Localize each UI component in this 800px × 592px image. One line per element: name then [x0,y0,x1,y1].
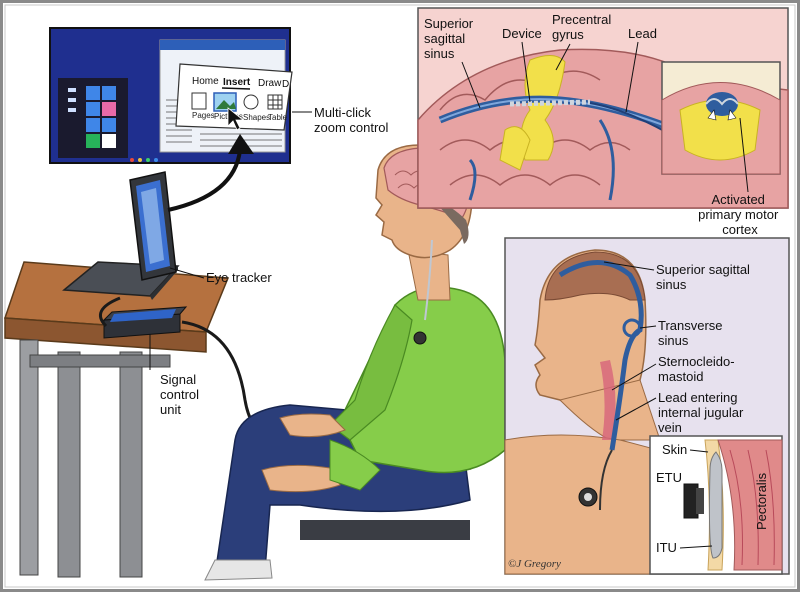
zoom-ribbon-card: Home Insert Draw D Pages Pictures Shapes… [175,63,293,131]
eye-tracker-label: Eye tracker [206,270,272,285]
label-lead: Lead [628,26,657,41]
leader-activated [739,117,749,193]
leader-gyrus [555,43,571,71]
neck-lead [424,239,433,321]
ribbon-tab-d: D [282,79,289,90]
ribbon-btn-pages: Pages [192,111,215,120]
etu-device [683,483,699,519]
leader-transverse [639,325,657,329]
label-sternocleidomastoid: Sternocleido- mastoid [658,354,738,384]
leader-skin [689,449,709,453]
activation-arrow-icon-2 [727,109,737,121]
cursor-arrow-icon [227,107,245,131]
scu-label: Signal control unit [160,372,203,417]
ribbon-btn-shapes: Shapes [243,113,270,122]
eye-tracker-leader [169,267,205,279]
man-torso [329,286,506,474]
label-itu: ITU [656,540,677,555]
leader-sss-head [603,261,655,271]
label-skin: Skin [662,442,687,457]
man-hands [261,413,381,493]
label-transverse-sinus: Transverse sinus [658,318,726,348]
zoomed-screen [49,27,291,164]
laptop-cable [98,296,121,328]
label-precentral-gyrus: Precentral gyrus [552,12,615,42]
multi-click-label: Multi-click zoom control [314,105,389,135]
artist-signature: ©J Gregory [508,558,561,570]
shapes-icon [243,94,259,110]
laptop [62,171,180,300]
ribbon-tab-insert: Insert [223,77,251,88]
signal-control-unit [102,306,188,339]
precentral-gyrus-highlight [520,55,566,161]
label-superior-sagittal-sinus-top: Superior sagittal sinus [424,16,477,61]
ribbon-btn-table: Table [268,113,288,122]
ribbon-tab-home: Home [192,76,219,87]
ribbon-tab-draw: Draw [258,78,282,89]
label-superior-sagittal-sinus-head: Superior sagittal sinus [656,262,754,292]
leader-itu [679,545,713,549]
pages-icon [191,92,207,110]
label-etu: ETU [656,470,682,485]
zoom-arrow-head-icon [228,134,254,154]
activation-arrow-icon [707,109,717,121]
leader-lead-entering [615,397,657,421]
zoom-arrow [167,149,242,212]
chest-device-icon [413,331,427,345]
label-activated-cortex: Activated primary motor cortex [698,192,782,237]
label-pectoralis: Pectoralis [754,472,769,530]
skin-cross-section [649,435,783,575]
leader-sss-top [461,61,481,109]
sternocleidomastoid-muscle [600,360,616,440]
leader-device [521,41,531,103]
table-icon [267,94,283,110]
leader-scm [611,363,657,391]
stentrode-device-icon [509,99,591,107]
label-lead-entering: Lead entering internal jugular vein [658,390,747,435]
cortex-zoom-inset [661,61,781,175]
leader-lead [625,41,639,113]
label-device: Device [502,26,542,41]
image-frame-inner [4,4,796,588]
